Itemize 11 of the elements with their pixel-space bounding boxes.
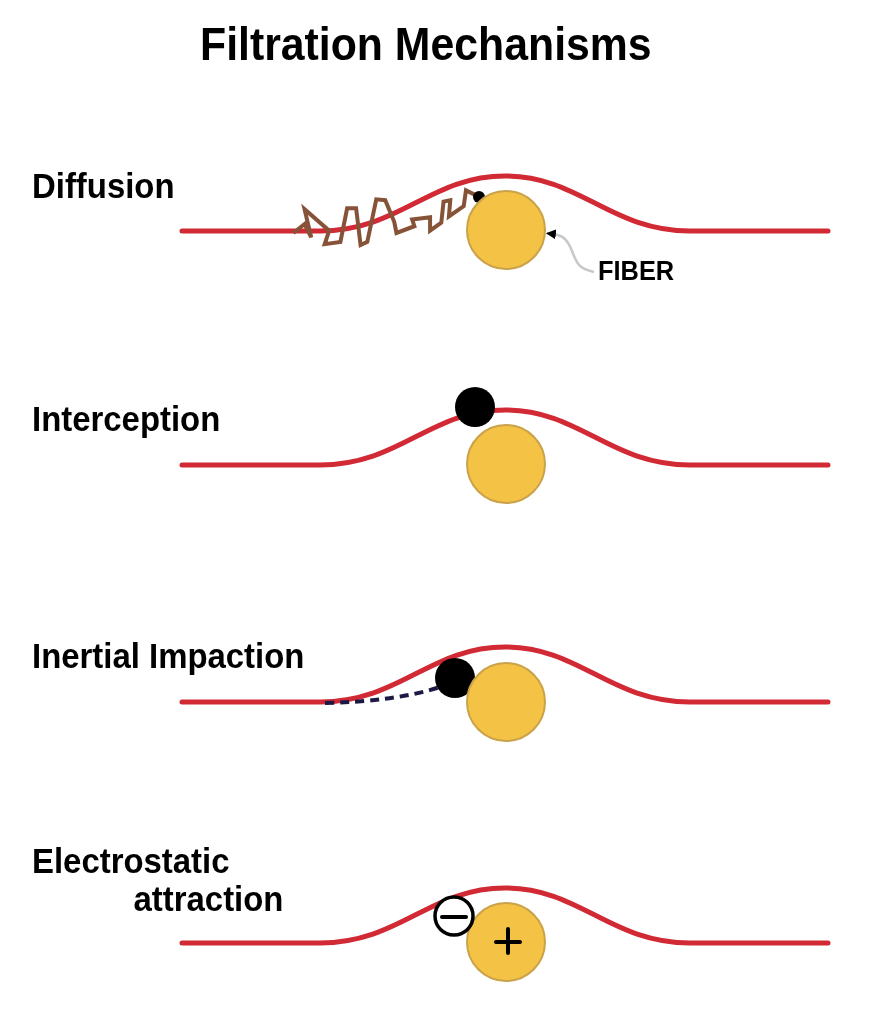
mechanism-label: Electrostatic attraction [32,842,285,918]
mechanism-label: Inertial Impaction [32,636,305,677]
fiber-circle [466,902,546,982]
mechanism-label: Diffusion [32,166,175,207]
mechanism-label: Interception [32,399,221,440]
fiber-circle [466,662,546,742]
title: Filtration Mechanisms [200,18,652,71]
leader-line [545,229,595,274]
callout-label: FIBER [598,256,676,288]
fiber-circle [466,424,546,504]
fiber-circle [466,190,546,270]
